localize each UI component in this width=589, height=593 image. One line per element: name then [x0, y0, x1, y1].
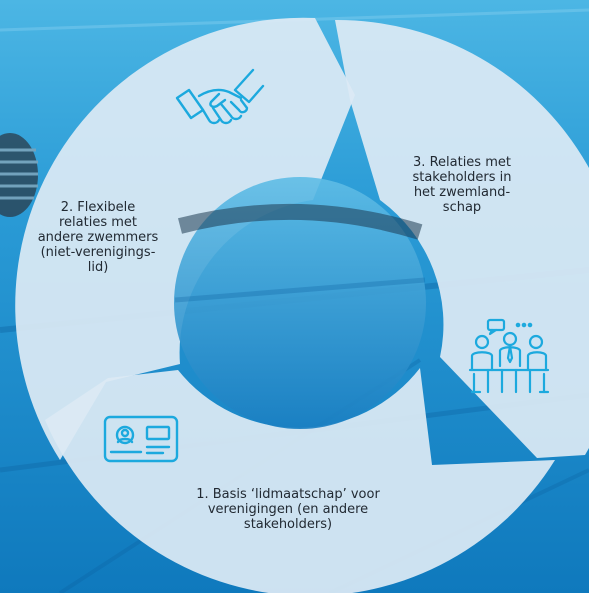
segment-2-line: lid) — [87, 260, 109, 275]
segment-3-line: het zwemland- — [413, 185, 511, 200]
segment-3-line: stakeholders in — [412, 170, 512, 185]
center-lane-rope — [174, 203, 426, 303]
segment-3-label: 3. Relaties met stakeholders in het zwem… — [392, 155, 532, 215]
segment-2-label: 2. Flexibele relaties met andere zwemmer… — [28, 200, 168, 275]
segment-2-line: (niet-verenigings- — [40, 245, 156, 260]
segment-1-line: 1. Basis ‘lidmaatschap’ voor — [196, 487, 380, 502]
segment-2-line: 2. Flexibele — [60, 200, 136, 215]
segment-3-shape — [335, 19, 589, 458]
meeting-icon — [468, 318, 550, 394]
segment-2-line: andere zwemmers — [37, 230, 159, 245]
handshake-icon — [175, 68, 265, 125]
segment-1-label: 1. Basis ‘lidmaatschap’ voor vereniginge… — [168, 487, 408, 532]
segment-1-line: stakeholders) — [243, 517, 333, 532]
segment-1-shape — [45, 368, 555, 593]
segment-1-line: verenigingen (en andere — [207, 502, 369, 517]
id-card-icon — [103, 415, 179, 463]
segment-3-line: 3. Relaties met — [413, 155, 511, 170]
segment-2-shape — [15, 17, 355, 460]
cycle-ring — [15, 17, 589, 593]
segment-2-line: relaties met — [58, 215, 137, 230]
center-hole — [174, 177, 426, 429]
segment-3-line: schap — [442, 200, 482, 215]
